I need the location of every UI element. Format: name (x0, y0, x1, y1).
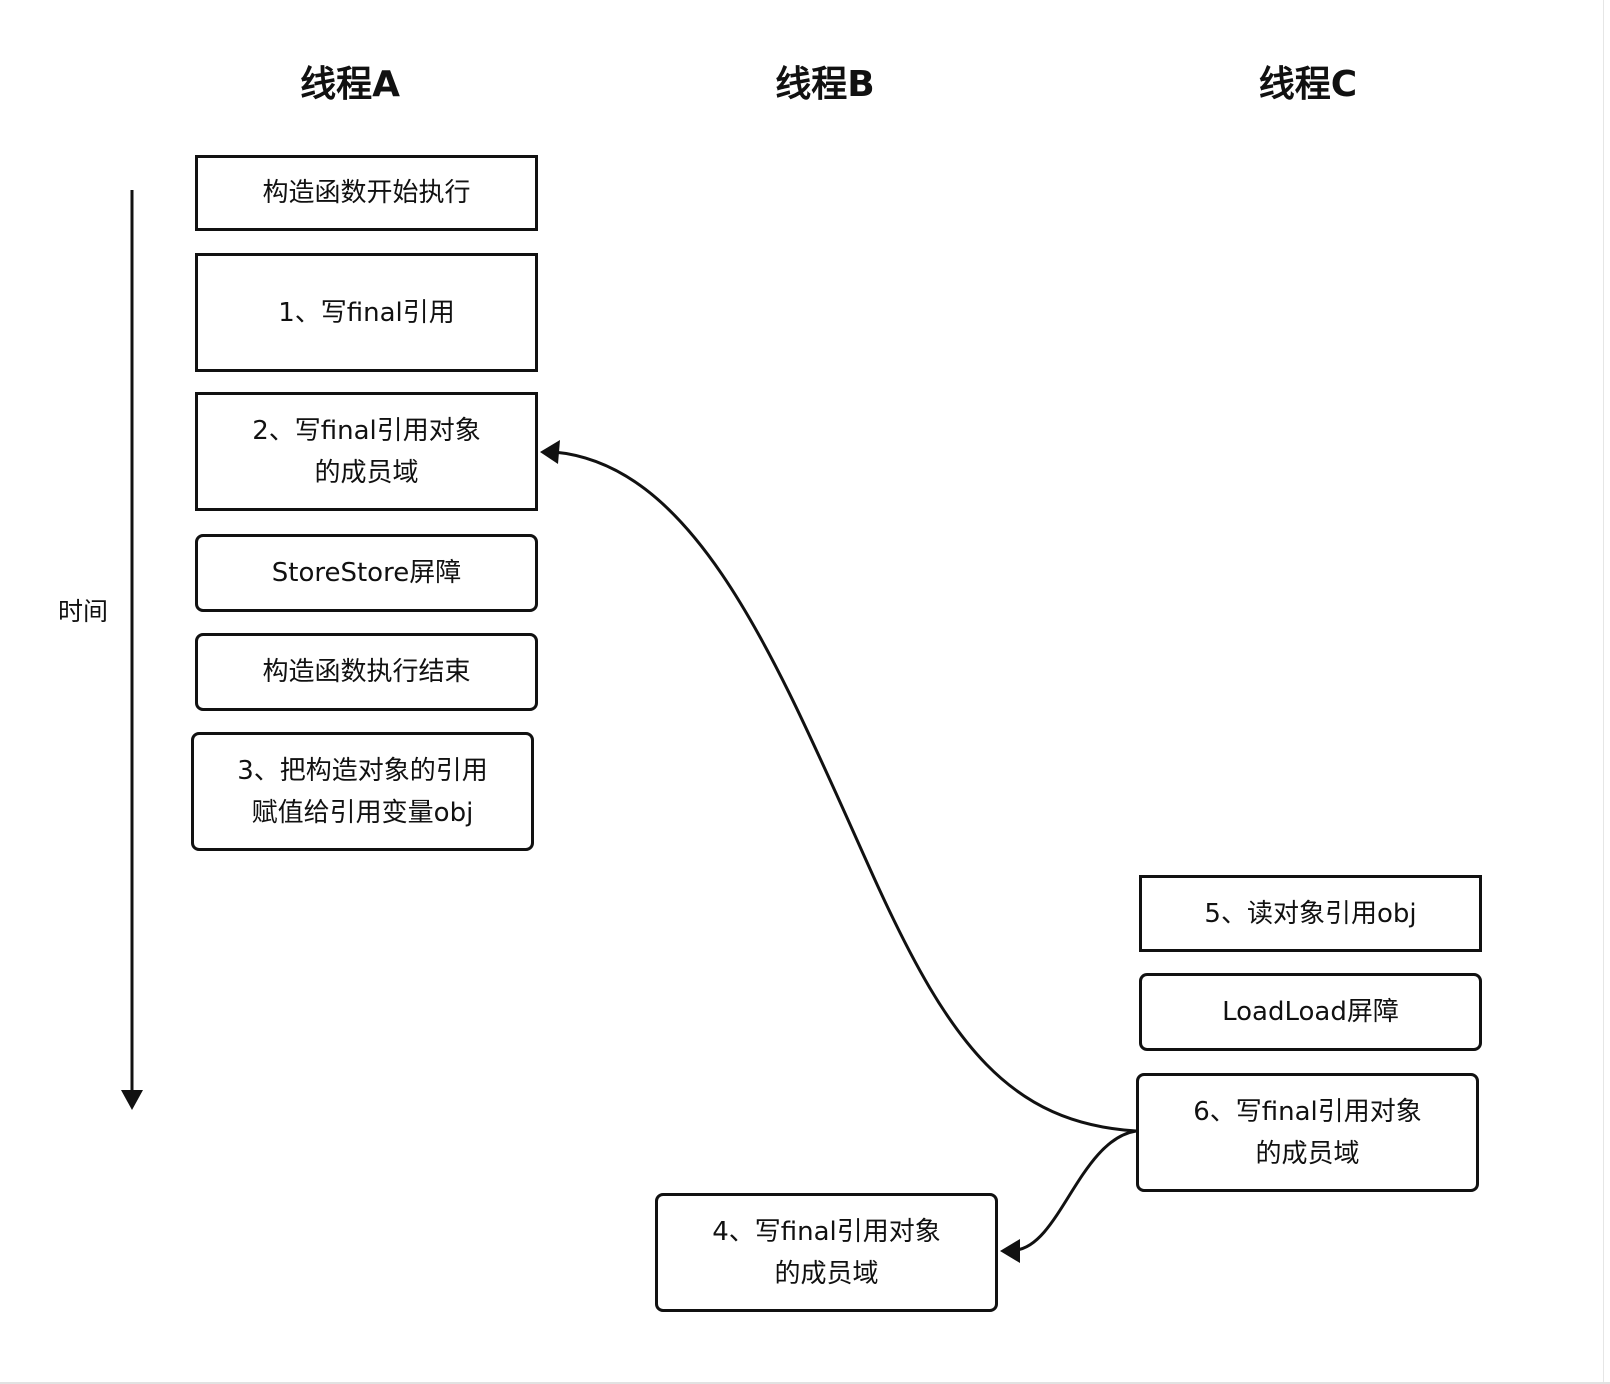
step-1-write-final-ref: 1、写final引用 (195, 253, 538, 372)
step-ctor-start: 构造函数开始执行 (195, 155, 538, 231)
right-border (1603, 0, 1604, 1384)
step-loadload-barrier: LoadLoad屏障 (1139, 973, 1482, 1051)
arrow-6-to-4-head (1000, 1239, 1020, 1263)
thread-a-title: 线程A (300, 64, 400, 105)
thread-c-title: 线程C (1258, 64, 1358, 105)
time-axis-label: 时间 (57, 597, 108, 626)
arrow-6-to-4 (1015, 1129, 1137, 1252)
thread-b-title: 线程B (775, 64, 875, 105)
step-5-read-obj: 5、读对象引用obj (1139, 875, 1482, 952)
arrow-6-to-2 (553, 450, 1137, 1133)
step-2-write-final-member: 2、写final引用对象 的成员域 (195, 392, 538, 511)
step-storestore-barrier: StoreStore屏障 (195, 534, 538, 612)
arrow-6-to-2-head (540, 440, 560, 464)
step-ctor-end: 构造函数执行结束 (195, 633, 538, 711)
step-3-assign-obj: 3、把构造对象的引用 赋值给引用变量obj (191, 732, 534, 851)
step-6-write-final-member: 6、写final引用对象 的成员域 (1136, 1073, 1479, 1192)
time-axis-arrowhead (121, 1090, 143, 1110)
step-4-write-final-member: 4、写final引用对象 的成员域 (655, 1193, 998, 1312)
bottom-border (0, 1382, 1610, 1384)
